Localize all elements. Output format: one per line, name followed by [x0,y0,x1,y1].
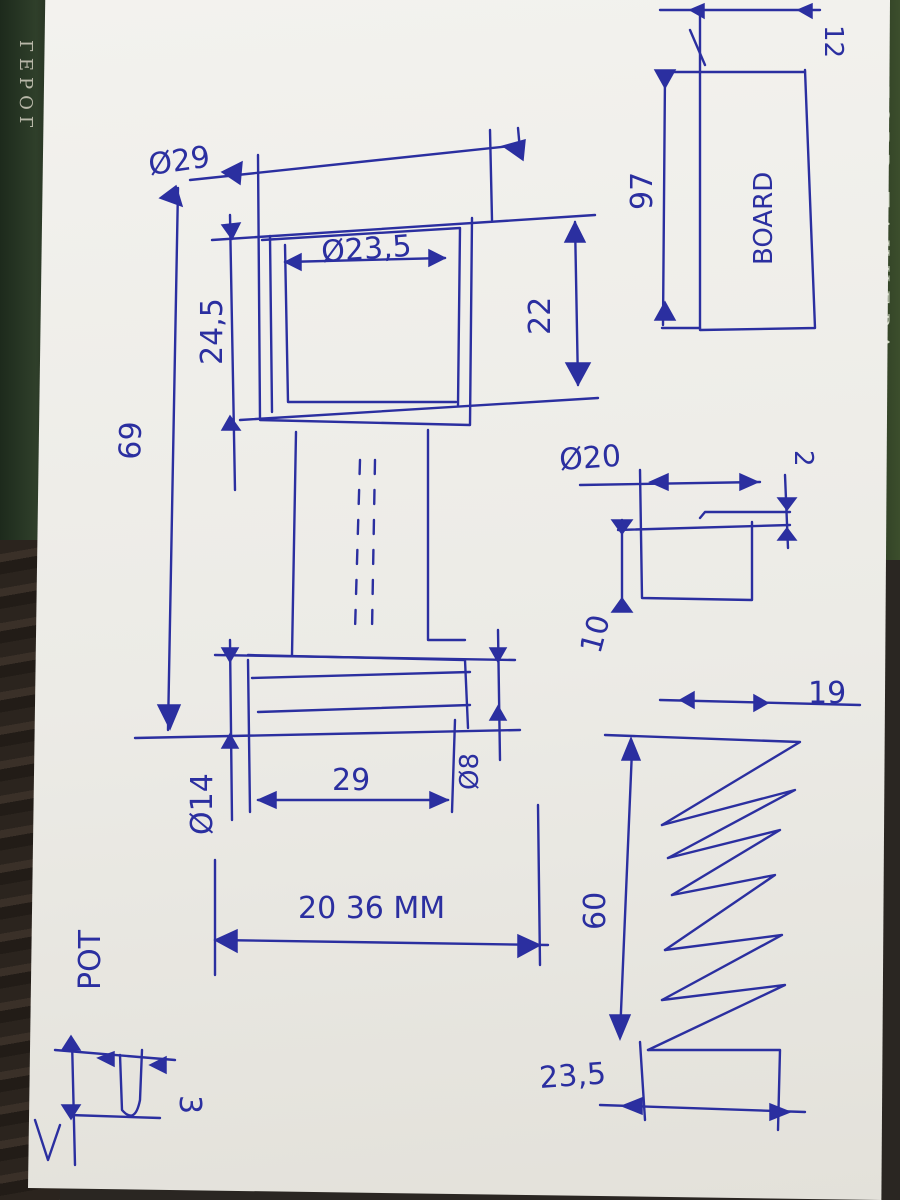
dimension-labels: Ø29 Ø23,5 24,5 22 69 Ø14 29 Ø8 20 36 MM … [73,25,848,1114]
label-d14: Ø14 [185,773,220,835]
board-drawing [653,2,822,332]
label-d8: Ø8 [455,753,485,790]
label-3: 3 [172,1095,207,1114]
label-97: 97 [625,172,660,210]
label-pot: POT [73,929,108,990]
book-left-title: ГЕРОГ [15,40,36,134]
label-d20: Ø20 [558,439,622,478]
cap-small-drawing [578,468,798,613]
label-23-5-bottom: 23,5 [538,1056,607,1096]
pot-drawing [33,1034,177,1167]
spring-drawing [598,690,862,1132]
label-60: 60 [578,892,613,930]
label-2: 2 [788,450,818,467]
label-d23-5: Ø23,5 [320,229,413,270]
label-d29: Ø29 [146,140,212,183]
label-24-5: 24,5 [195,298,230,365]
label-span-mm: 20 36 MM [298,891,445,926]
label-19: 19 [808,676,846,711]
label-board: BOARD [749,172,779,265]
knob-drawing [133,126,600,977]
label-top-right: 12 [818,25,848,58]
label-69: 69 [113,421,149,460]
label-10: 10 [574,611,618,657]
label-29-bottom: 29 [332,763,370,798]
label-22: 22 [523,297,558,335]
